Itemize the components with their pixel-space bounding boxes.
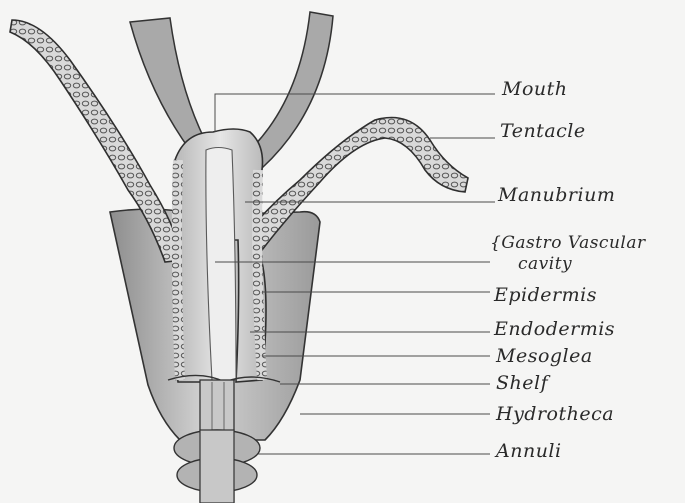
label-shelf: Shelf <box>496 372 548 394</box>
label-gastrovascular-line1: {Gastro Vascular <box>490 233 646 253</box>
label-epidermis: Epidermis <box>494 284 597 306</box>
back-tentacle-left <box>130 18 205 150</box>
label-mesoglea: Mesoglea <box>496 345 593 367</box>
epidermis-left-edge <box>177 160 180 380</box>
back-tentacle-right <box>250 12 333 168</box>
label-gastrovascular-line2: cavity <box>518 254 572 274</box>
label-hydrotheca: Hydrotheca <box>496 403 614 425</box>
label-tentacle: Tentacle <box>500 120 586 142</box>
gastrovascular-cavity <box>206 148 236 381</box>
label-manubrium: Manubrium <box>498 184 615 206</box>
label-endodermis: Endodermis <box>494 318 615 340</box>
label-mouth: Mouth <box>502 78 568 100</box>
label-annuli: Annuli <box>496 440 562 462</box>
